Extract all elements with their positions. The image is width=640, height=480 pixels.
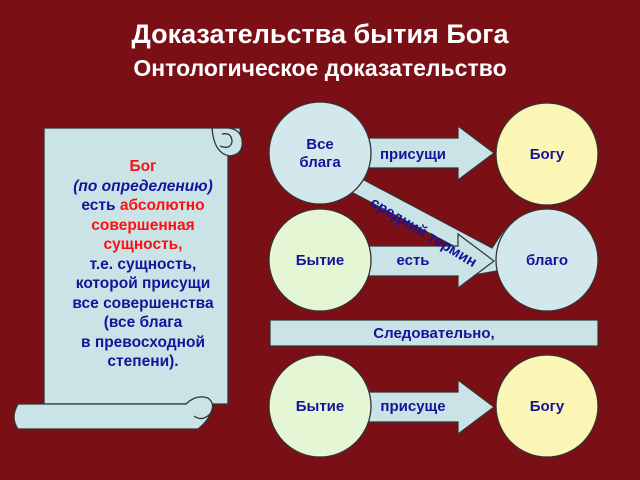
page-subtitle: Онтологическое доказательство [133,55,507,81]
arrow-row1 [365,124,495,182]
scroll-line-essence: сущность, [103,236,183,253]
arrow-label-inherent-2: присуще [380,398,446,415]
scroll-shape [13,127,243,430]
node-good: благо [526,252,568,269]
circle-good [495,208,599,312]
conclusion-label: Следовательно, [373,325,495,342]
circle-being-2 [268,354,372,458]
page-title: Доказательства бытия Бога [131,19,509,49]
scroll-line-perfect: совершенная [91,216,195,234]
arrow-label-inherent: присущи [379,146,446,163]
arrow-row3 [365,378,495,436]
circle-all-goods [268,101,372,205]
node-god-2: Богу [529,398,565,415]
scroll-line-by-definition: (по определению) [73,177,213,195]
scroll-line-superlative: в превосходной [81,333,205,351]
node-being-2: Бытие [295,398,345,415]
node-all-goods: Все блага [299,136,341,171]
scroll-line-which: которой присущи [75,275,211,292]
scroll-line-all-perfections: все совершенства [72,294,214,312]
scroll-line-degree: степени). [107,353,179,370]
node-god-1: Богу [529,146,565,163]
scroll-definition: Бог (по определению) есть абсолютно сове… [58,157,228,372]
scroll-line-is-absolutely: есть абсолютно [81,197,205,214]
circle-being-1 [268,208,372,312]
node-being-1: Бытие [295,252,345,269]
conclusion-bar [269,319,599,347]
scroll-line-ie: т.е. сущность, [89,255,197,273]
arrow-row2 [365,232,495,290]
circle-god-2 [495,354,599,458]
scroll-line-god: Бог [129,158,157,175]
circle-god-1 [495,102,599,206]
scroll-line-all-goods: (все блага [103,314,183,331]
arrow-label-is: есть [396,252,430,269]
